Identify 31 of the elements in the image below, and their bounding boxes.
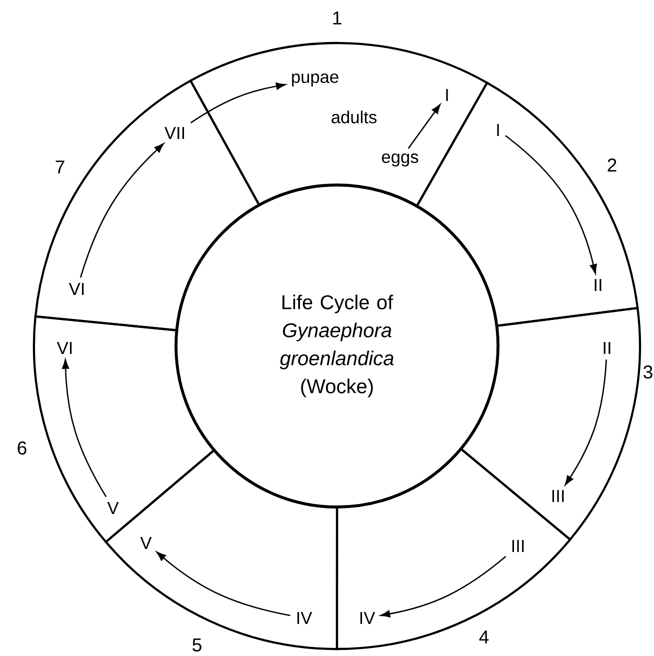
year-number: 5	[192, 638, 202, 652]
stage-label: VII	[164, 127, 184, 139]
stage-label: V	[140, 537, 152, 549]
year-number: 1	[333, 12, 342, 24]
arrow	[380, 556, 506, 618]
arrow	[62, 359, 107, 498]
arrow	[505, 135, 597, 274]
stage-label: IV	[360, 612, 376, 624]
year-number: 6	[18, 441, 26, 455]
arrow	[564, 360, 608, 486]
arrow	[190, 82, 286, 124]
year-number: 2	[608, 158, 616, 172]
stage-label: IV	[297, 612, 312, 624]
arrow	[80, 143, 164, 278]
stage-label: VI	[56, 342, 72, 354]
year-number: 3	[644, 365, 652, 379]
stage-label: VI	[68, 283, 84, 295]
stage-label: I	[446, 89, 448, 101]
arrow	[408, 104, 441, 149]
year-number: 4	[479, 630, 489, 644]
stage-label: II	[594, 279, 602, 291]
stage-label: adults	[332, 110, 376, 124]
stage-label: III	[552, 490, 564, 502]
stage-label: pupae	[292, 74, 338, 86]
stage-label: eggs	[382, 154, 418, 166]
stage-label: V	[107, 502, 119, 514]
arrow	[156, 552, 290, 616]
year-number: 7	[56, 160, 64, 174]
stage-label: II	[604, 342, 610, 354]
stage-label: III	[512, 540, 524, 552]
stage-label: I	[497, 124, 499, 136]
